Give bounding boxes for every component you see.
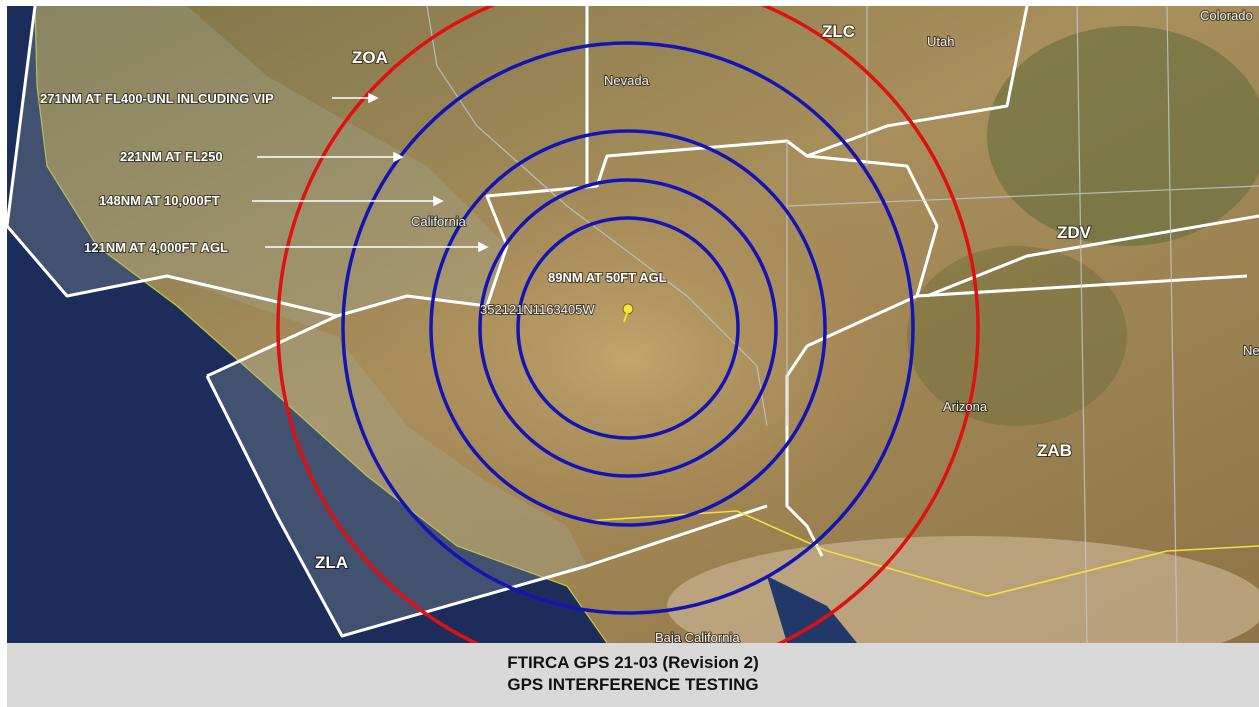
center-label-zab: ZAB [1037,441,1072,460]
pacific-ocean [7,6,607,643]
ring-271nm [276,6,980,643]
state-label-arizona: Arizona [943,399,988,414]
ring-221nm [341,41,915,615]
ring-121nm [478,178,778,478]
ring-148nm [429,129,827,527]
state-label-utah: Utah [927,34,954,49]
green-highlands [987,26,1259,246]
center-label-zoa: ZOA [352,48,388,67]
center-label-zdv: ZDV [1057,223,1092,242]
ring-label-121nm: 121NM AT 4,000FT AGL [84,240,228,255]
pushpin-icon [622,303,634,323]
us-mexico-border [586,510,1259,597]
state-label-baja-california: Baja California [655,630,740,643]
map-canvas: 352121N1163405W 271NM AT FL400-UNL INLCU… [7,6,1259,643]
state-label-colorado: Colorado [1200,8,1253,23]
ring-label-89nm: 89NM AT 50FT AGL [548,270,667,285]
center-coordinate-label: 352121N1163405W [480,302,595,317]
state-label-california: California [411,214,467,229]
gulf-of-california [767,576,857,643]
artcc-boundaries [7,6,1259,638]
state-label-nevada: Nevada [604,73,650,88]
state-lines [426,6,1259,643]
ring-label-221nm: 221NM AT FL250 [120,149,223,164]
caption-title: FTIRCA GPS 21-03 (Revision 2) [507,653,759,672]
center-label-zlc: ZLC [822,22,855,41]
center-label-zla: ZLA [315,553,348,572]
coastline [34,6,608,643]
state-label-nevada-partial: Nev [1243,343,1259,358]
range-rings [276,6,980,643]
green-highlands [907,246,1127,426]
ring-label-271nm: 271NM AT FL400-UNL INLCUDING VIP [40,91,274,106]
label-leaders [252,92,489,253]
desert-area [297,116,957,556]
ring-89nm [516,216,740,440]
oceanic-boundary-shade [7,6,587,636]
caption-bar: FTIRCA GPS 21-03 (Revision 2) GPS INTERF… [7,643,1259,707]
satellite-map: 352121N1163405W 271NM AT FL400-UNL INLCU… [7,6,1259,643]
caption-subtitle: GPS INTERFERENCE TESTING [507,675,759,694]
ring-label-148nm: 148NM AT 10,000FT [99,193,220,208]
